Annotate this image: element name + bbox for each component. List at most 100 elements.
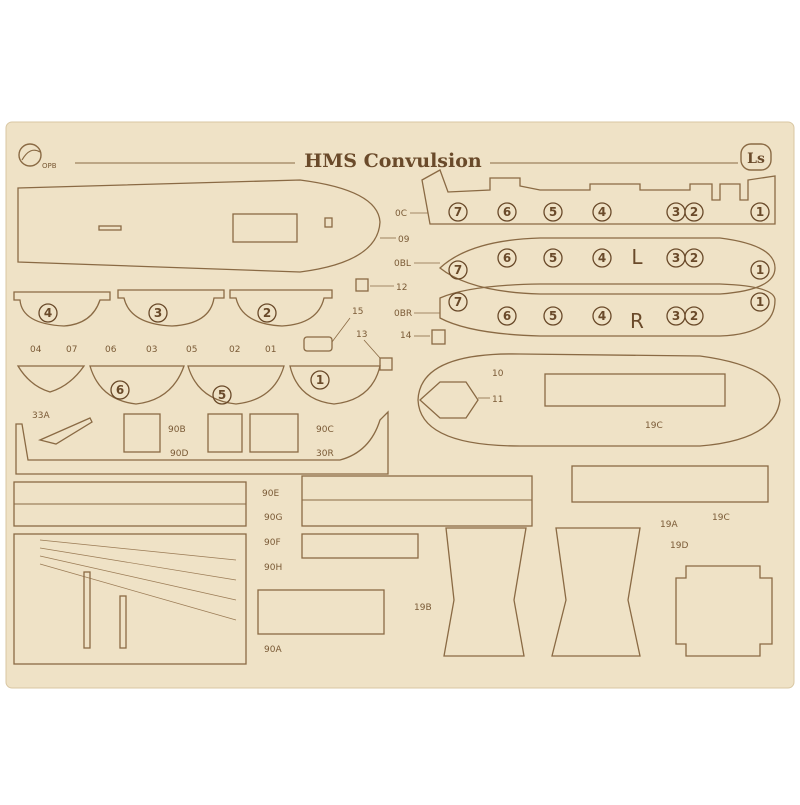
svg-text:1: 1: [756, 263, 764, 277]
label-0C: 0C: [395, 209, 407, 219]
label-19B: 19B: [414, 603, 432, 613]
deck-number-5: 5: [212, 385, 232, 405]
keel-bulkhead-numbers: 7 6 5 4 3 2 1: [448, 202, 770, 222]
label-04: 04: [30, 345, 42, 355]
keel-number-7: 7: [448, 202, 468, 222]
label-14: 14: [400, 331, 412, 341]
L-number-2: 2: [684, 248, 704, 268]
keel-number-6: 6: [497, 202, 517, 222]
svg-text:3: 3: [672, 205, 680, 219]
svg-text:2: 2: [690, 309, 698, 323]
keel-number-1: 1: [750, 202, 770, 222]
svg-text:4: 4: [598, 205, 606, 219]
label-19C-top: 19C: [645, 421, 663, 431]
svg-text:4: 4: [598, 309, 606, 323]
svg-text:7: 7: [454, 263, 462, 277]
L-number-4: 4: [592, 248, 612, 268]
label-90F: 90F: [264, 538, 281, 548]
part-19C-lower: [571, 465, 769, 503]
label-90C: 90C: [316, 425, 334, 435]
R-number-6: 6: [497, 306, 517, 326]
side-R-letter: R: [630, 309, 644, 333]
label-19C-bottom: 19C: [712, 513, 730, 523]
svg-text:3: 3: [672, 309, 680, 323]
svg-text:6: 6: [503, 205, 511, 219]
svg-text:6: 6: [503, 309, 511, 323]
label-12: 12: [396, 283, 407, 293]
label-90D: 90D: [170, 449, 188, 459]
label-10: 10: [492, 369, 504, 379]
left-logo: OPB: [18, 143, 57, 170]
paper-board: [5, 121, 795, 689]
svg-text:1: 1: [316, 373, 324, 387]
part-90F: [301, 533, 419, 559]
deck-number-6: 6: [110, 380, 130, 400]
svg-text:3: 3: [672, 251, 680, 265]
part-13: [379, 357, 393, 371]
R-number-2: 2: [684, 306, 704, 326]
maker-logo-text: Ls: [747, 151, 765, 167]
part-19B: [443, 527, 527, 657]
svg-text:1: 1: [756, 295, 764, 309]
svg-text:2: 2: [690, 205, 698, 219]
part-90B: [207, 413, 243, 453]
label-02: 02: [229, 345, 240, 355]
label-90G: 90G: [264, 513, 282, 523]
part-90C: [249, 413, 299, 453]
label-0BR: 0BR: [394, 309, 412, 319]
R-number-1: 1: [750, 292, 770, 312]
label-01: 01: [265, 345, 276, 355]
label-03: 03: [146, 345, 157, 355]
deck-number-3: 3: [148, 303, 168, 323]
sheet-title: HMS Convulsion: [304, 150, 482, 172]
svg-text:2: 2: [690, 251, 698, 265]
svg-text:1: 1: [756, 205, 764, 219]
deck-number-4: 4: [38, 303, 58, 323]
svg-text:6: 6: [116, 383, 124, 397]
keel-number-4: 4: [592, 202, 612, 222]
label-90B: 90B: [168, 425, 186, 435]
left-logo-text: OPB: [42, 162, 57, 170]
label-30R: 30R: [316, 449, 334, 459]
svg-text:5: 5: [218, 388, 226, 402]
part-90A: [13, 533, 247, 665]
label-11: 11: [492, 395, 503, 405]
label-0BL: 0BL: [394, 259, 411, 269]
L-number-7: 7: [448, 260, 468, 280]
svg-text:5: 5: [549, 309, 557, 323]
part-90H: [257, 589, 385, 635]
label-06: 06: [105, 345, 117, 355]
part-12: [355, 278, 369, 292]
part-14: [431, 329, 446, 345]
hull-side-R: R 7 6 5 4 3 2 1: [439, 283, 776, 337]
keel-number-2: 2: [684, 202, 704, 222]
main-deck-part: [17, 179, 381, 273]
keel-part: [421, 169, 776, 225]
label-90H: 90H: [264, 563, 282, 573]
R-number-7: 7: [448, 292, 468, 312]
svg-text:2: 2: [263, 306, 271, 320]
svg-text:3: 3: [154, 306, 162, 320]
label-05: 05: [186, 345, 197, 355]
bow-frame: [15, 410, 389, 475]
maker-logo: [740, 143, 772, 171]
R-number-5: 5: [543, 306, 563, 326]
label-90E: 90E: [262, 489, 279, 499]
hull-side-L: L 7 6 5 4 3 2 1: [439, 237, 776, 295]
L-number-6: 6: [497, 248, 517, 268]
svg-text:4: 4: [598, 251, 606, 265]
header: OPB HMS Convulsion Ls: [18, 143, 772, 172]
lower-deck-10: [417, 353, 781, 447]
label-90A: 90A: [264, 645, 282, 655]
svg-text:7: 7: [454, 295, 462, 309]
side-L-letter: L: [631, 245, 643, 269]
gun-rails-left: [13, 481, 247, 527]
svg-text:7: 7: [454, 205, 462, 219]
label-33A: 33A: [32, 411, 50, 421]
svg-text:5: 5: [549, 205, 557, 219]
gun-rails-right: [301, 475, 533, 527]
part-19A: [551, 527, 641, 657]
part-15: [303, 336, 333, 352]
